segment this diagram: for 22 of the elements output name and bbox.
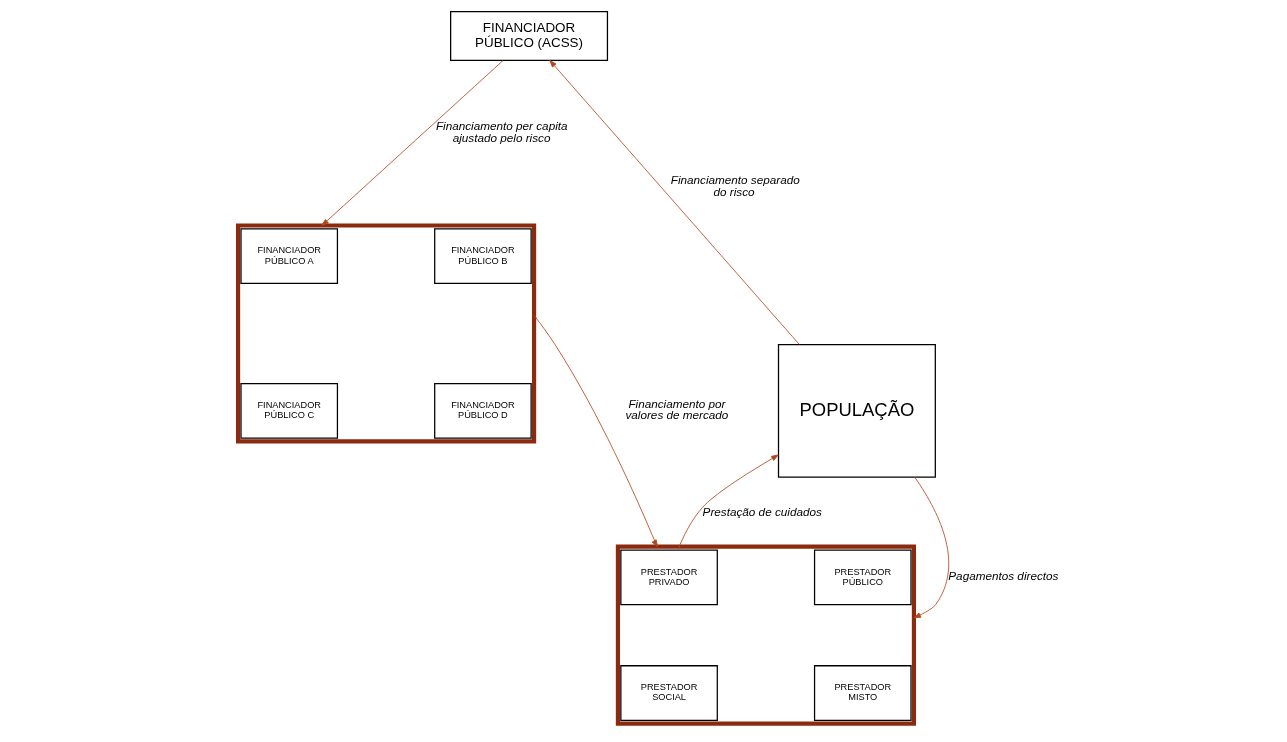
- arrow: [321, 60, 504, 226]
- arrow: [533, 314, 659, 548]
- node-box: PRESTADOR SOCIAL: [620, 665, 718, 721]
- cluster: [615, 544, 917, 726]
- edge-label: Prestação de cuidados: [702, 504, 822, 518]
- arrow: [677, 454, 779, 551]
- edge-label: Financiamento por valores de mercado: [625, 396, 729, 422]
- edge-label: Financiamento per capita ajustado pelo risco: [435, 119, 568, 144]
- node-box: FINANCIADOR PÚBLICO D: [434, 382, 532, 439]
- arrow: [549, 60, 800, 345]
- node-box: PRESTADOR MISTO: [813, 665, 912, 721]
- node-box: FINANCIADOR PÚBLICO B: [434, 228, 532, 284]
- arrow: [913, 476, 950, 619]
- edge-label: Financiamento separado do risco: [670, 172, 800, 198]
- cluster: [235, 223, 537, 444]
- node-box: PRESTADOR PRIVADO: [620, 549, 718, 606]
- node-box: FINANCIADOR PÚBLICO A: [240, 228, 339, 284]
- node-box: PRESTADOR PÚBLICO: [813, 549, 912, 606]
- node-box: FINANCIADOR PÚBLICO C: [240, 382, 339, 439]
- node-box: POPULAÇÃO: [777, 343, 936, 478]
- node-box: FINANCIADOR PÚBLICO (ACSS): [450, 11, 609, 61]
- edge-label: Pagamentos directos: [948, 568, 1059, 582]
